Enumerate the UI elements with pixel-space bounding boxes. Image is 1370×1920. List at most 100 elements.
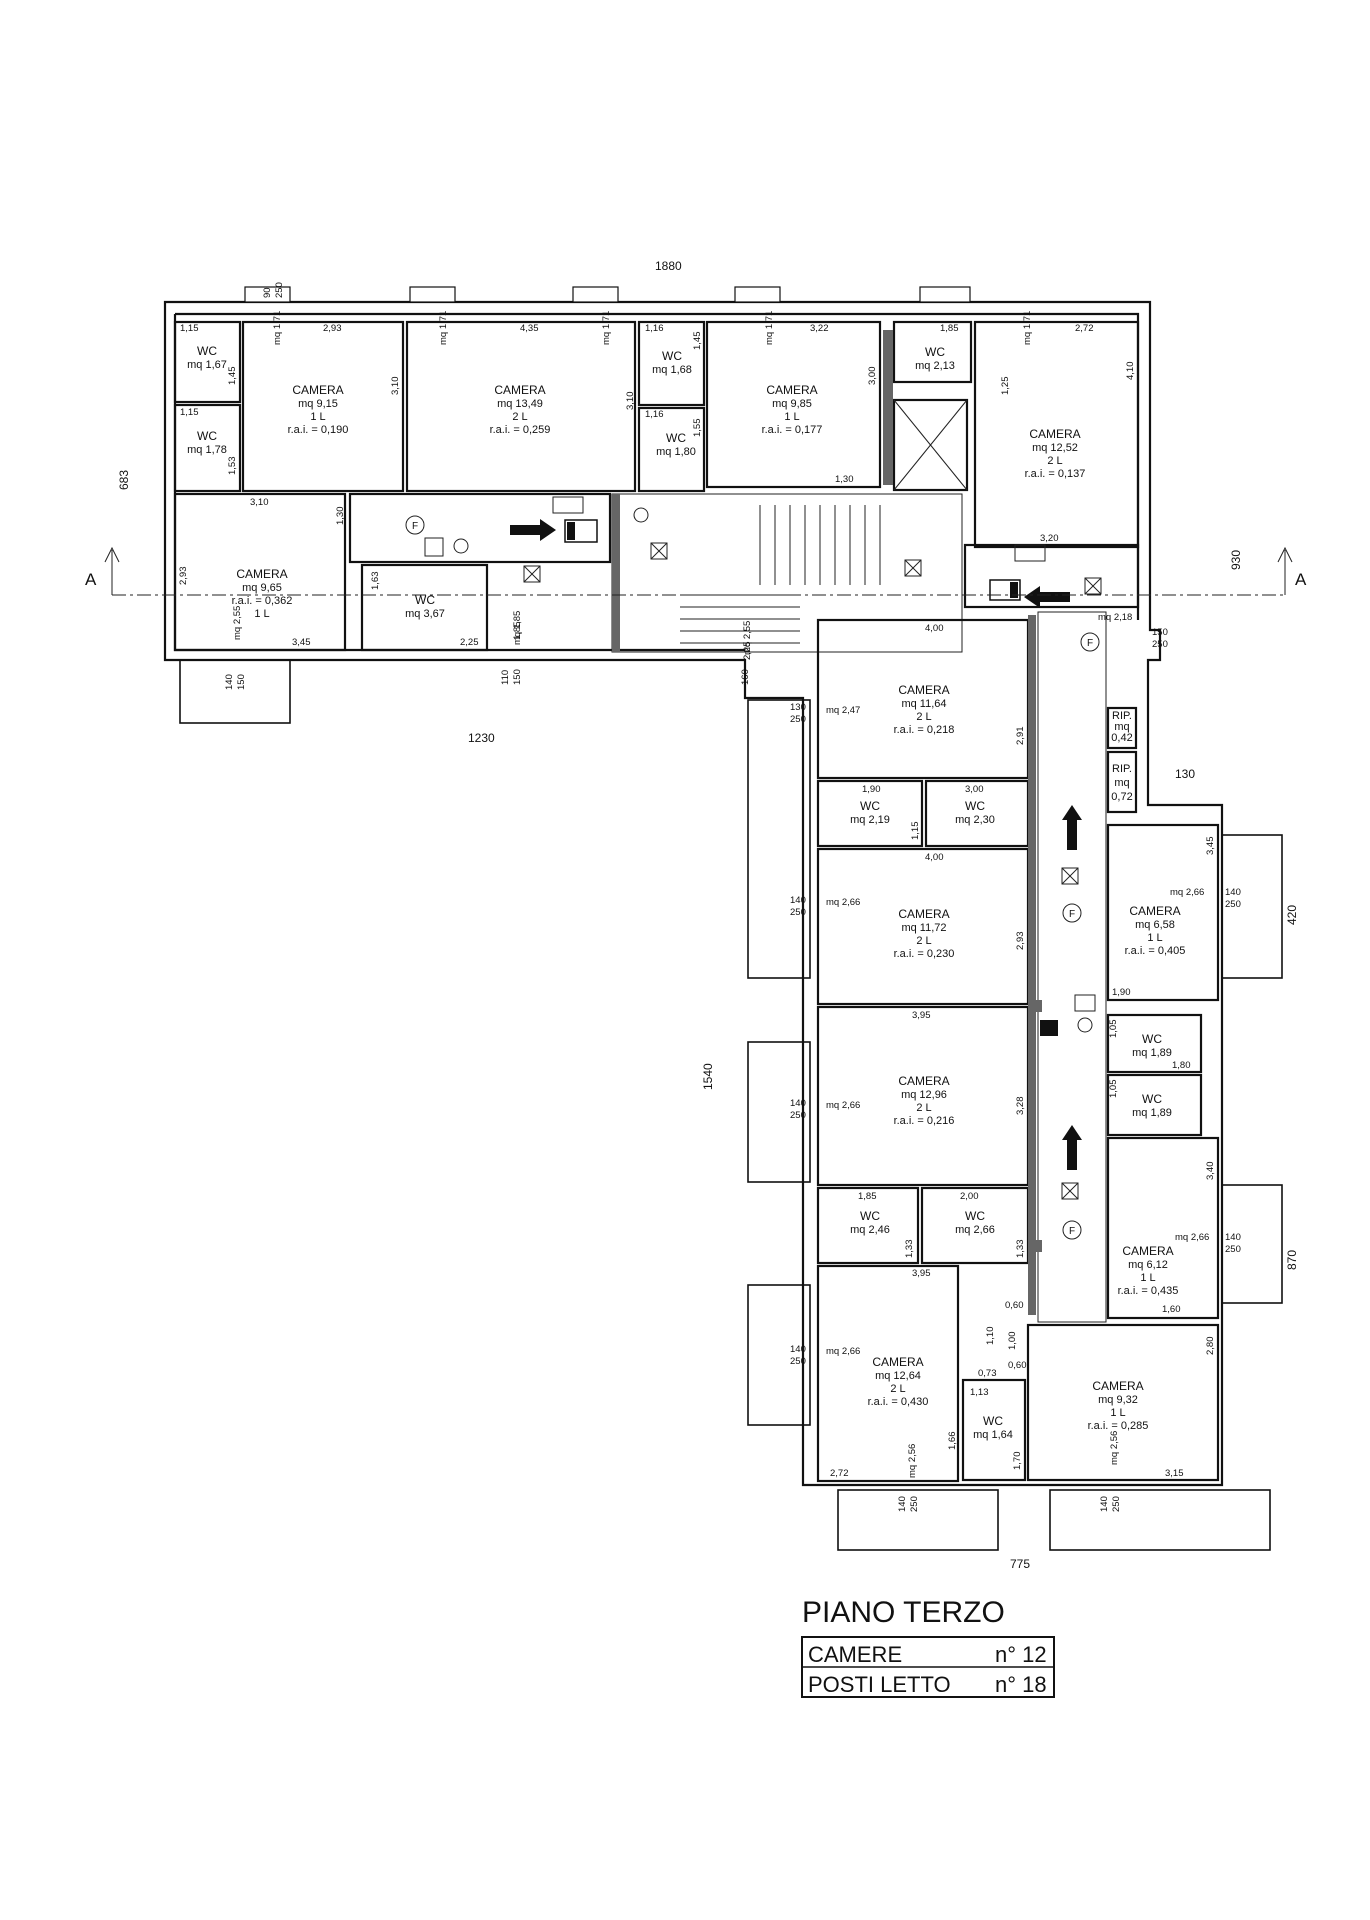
dim-label: 1,45 [227, 367, 238, 386]
dim-label: 0,60 [1005, 1300, 1024, 1311]
room-name: WC [415, 593, 435, 607]
dim-top: 1880 [655, 259, 682, 273]
window-size: 250 [1152, 639, 1168, 650]
dim-label: 1,45 [692, 332, 703, 351]
dim-label: 1,25 [1000, 377, 1011, 396]
room-name: CAMERA [236, 567, 287, 581]
stair-steps [680, 505, 881, 644]
room-rai: r.a.i. = 0,230 [894, 948, 955, 960]
room-area: mq 1,68 [652, 364, 692, 376]
window-area: mq 1,71 [764, 311, 775, 345]
extinguisher-icon: F [1080, 632, 1100, 652]
room-name: CAMERA [898, 683, 949, 697]
room-dimensions: 1,15 1,45 1,15 1,53 2,93 3,10 4,35 1,16 … [178, 323, 1216, 1479]
window-labels: mq 1,71 mq 1,71 mq 1,71 mq 1,71 mq 1,71 … [232, 311, 1209, 1478]
room-rai: r.a.i. = 0,218 [894, 724, 955, 736]
room-area: 0,72 [1111, 791, 1132, 803]
dim-label: 2,93 [178, 567, 189, 586]
dim-label: 0,60 [1008, 1360, 1027, 1371]
room-rai: r.a.i. = 0,430 [868, 1396, 929, 1408]
room-name: CAMERA [494, 383, 545, 397]
room-area: mq 9,85 [772, 398, 812, 410]
room-beds: 1 L [310, 411, 325, 423]
dim-step-right: 130 [1175, 767, 1195, 781]
room-name: RIP. [1112, 763, 1132, 775]
room-beds: 2 L [512, 411, 527, 423]
room-name: WC [666, 431, 686, 445]
dim-label: 2,00 [960, 1191, 979, 1202]
window-size: 250 [790, 1356, 806, 1367]
window-size: 110 [500, 670, 511, 685]
dim-left: 683 [117, 470, 131, 490]
window-area: mq 1,71 [272, 311, 283, 345]
room-name: CAMERA [1129, 904, 1180, 918]
extinguisher-label: F [1087, 638, 1093, 649]
room-area: mq 9,15 [298, 398, 338, 410]
section-marker-left: A [85, 570, 97, 589]
room-name: CAMERA [898, 1074, 949, 1088]
window-size: 250 [1111, 1496, 1122, 1512]
room-name: CAMERA [872, 1355, 923, 1369]
window-size: 250 [790, 907, 806, 918]
summary-value-rooms: n° 12 [995, 1642, 1047, 1667]
summary-label-rooms: CAMERE [808, 1642, 902, 1667]
room-area: mq 3,67 [405, 608, 445, 620]
window-area: mq 2,47 [826, 705, 860, 716]
extinguisher-label: F [412, 521, 418, 532]
dim-label: 3,10 [390, 377, 401, 396]
window-sizes: 250 90 130 250 140 250 140 250 140 250 1… [224, 282, 1241, 1512]
dim-label: 1,63 [370, 572, 381, 591]
window-area: mq 2,66 [826, 1346, 860, 1357]
dim-label: 2,80 [1205, 1337, 1216, 1356]
room-name: WC [860, 799, 880, 813]
dim-center-left: 1540 [701, 1063, 715, 1090]
summary-label-beds: POSTI LETTO [808, 1672, 951, 1697]
dim-label: 1,30 [335, 507, 346, 526]
room-area: mq 6,12 [1128, 1259, 1168, 1271]
room-area: mq 1,80 [656, 446, 696, 458]
room-name: WC [1142, 1032, 1162, 1046]
room-name: WC [197, 344, 217, 358]
room-labels: WC mq 1,67 WC mq 1,78 CAMERA mq 9,15 1 L… [187, 344, 1185, 1441]
dim-label: 1,13 [970, 1387, 989, 1398]
dim-label: 1,70 [1012, 1452, 1023, 1471]
window-size: 160 [740, 669, 751, 685]
room-name: CAMERA [898, 907, 949, 921]
room-area: mq 9,65 [242, 582, 282, 594]
dim-label: 1,85 [512, 622, 523, 641]
east-wing [816, 611, 1220, 1483]
dim-label: 1,05 [1108, 1020, 1119, 1039]
room-name: WC [1142, 1092, 1162, 1106]
room-area: mq 9,32 [1098, 1394, 1138, 1406]
window-size: 140 [1225, 887, 1241, 898]
dim-label: 3,10 [250, 497, 269, 508]
dim-bottom-left: 1230 [468, 731, 495, 745]
room-beds: 1 L [1110, 1407, 1125, 1419]
dim-label: 4,00 [925, 852, 944, 863]
dim-label: 1,85 [940, 323, 959, 334]
room-name: CAMERA [1122, 1244, 1173, 1258]
room-beds: 2 L [916, 935, 931, 947]
dim-label: 1,60 [1162, 1304, 1181, 1315]
window-size: 130 [790, 702, 806, 713]
dim-label: 2,72 [1075, 323, 1094, 334]
dim-label: 2,93 [323, 323, 342, 334]
dim-label: 1,16 [645, 409, 664, 420]
dim-label: 1,90 [862, 784, 881, 795]
dim-label: 4,00 [925, 623, 944, 634]
extinguisher-icon: F [1062, 1220, 1082, 1240]
window-size: 90 [262, 287, 273, 298]
equipment-icon [424, 496, 1096, 1033]
room-area: mq [1114, 777, 1129, 789]
dim-label: 1,80 [1172, 1060, 1191, 1071]
window-area: mq 1,71 [601, 311, 612, 345]
window-area: mq 2,56 [907, 1444, 918, 1478]
room-beds: 1 L [784, 411, 799, 423]
dim-label: 3,10 [625, 392, 636, 411]
dim-label: 1,15 [180, 407, 199, 418]
exit-sign-icon [564, 519, 1058, 1036]
window-area: mq 2,66 [826, 897, 860, 908]
room-area: mq 1,64 [973, 1429, 1013, 1441]
room-area: mq 1,89 [1132, 1047, 1172, 1059]
room-beds: 1 L [254, 608, 269, 620]
